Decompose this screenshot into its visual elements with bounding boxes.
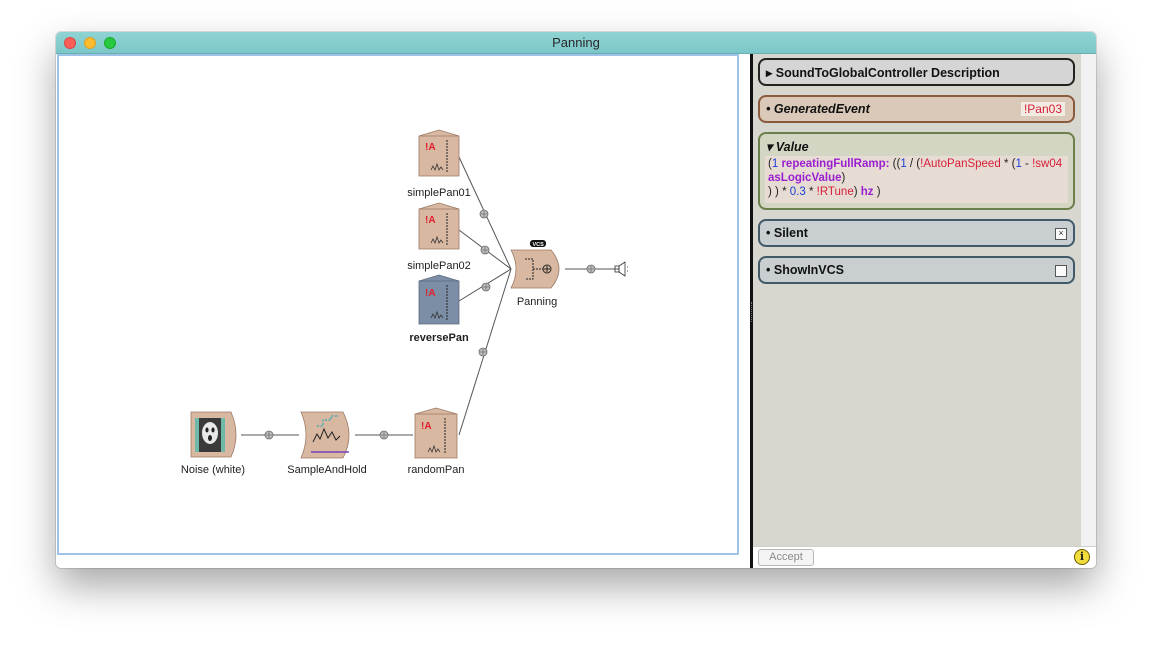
description-panel[interactable]: ▸ SoundToGlobalController Description (758, 58, 1075, 86)
vcs-badge: VCS (533, 242, 545, 248)
badge-a: !A (425, 142, 436, 153)
panning-node: VCS (510, 240, 560, 289)
silent-checkbox[interactable]: × (1055, 228, 1067, 240)
simplepan02-label[interactable]: simplePan02 (407, 260, 471, 272)
showinvcs-panel: • ShowInVCS (758, 256, 1075, 284)
value-label[interactable]: ▾ Value (766, 140, 809, 154)
value-panel[interactable]: ▾ Value (1 repeatingFullRamp: ((1 / (!Au… (758, 132, 1075, 210)
inspector-panel: ▸ SoundToGlobalController Description • … (753, 54, 1081, 546)
panning-window: Panning (56, 32, 1096, 568)
reversepan-label[interactable]: reversePan (409, 332, 469, 344)
description-header[interactable]: ▸ SoundToGlobalController Description (766, 66, 1000, 80)
generated-event-panel[interactable]: • GeneratedEvent !Pan03 (758, 95, 1075, 123)
sampleandhold-label[interactable]: SampleAndHold (287, 464, 367, 476)
info-icon[interactable]: i (1074, 549, 1090, 565)
noise-node (190, 411, 237, 458)
svg-text:!A: !A (425, 215, 436, 226)
connection-wires: !A !A !A !A (190, 129, 628, 459)
sampleandhold-node (300, 411, 350, 459)
generated-event-label: • GeneratedEvent (766, 102, 870, 116)
split-handle[interactable] (751, 302, 754, 322)
svg-text:!A: !A (421, 421, 432, 432)
close-window-button[interactable] (64, 37, 76, 49)
showinvcs-label: • ShowInVCS (766, 263, 845, 277)
randompan-node: !A (414, 407, 458, 459)
zoom-window-button[interactable] (104, 37, 116, 49)
simplepan01-label[interactable]: simplePan01 (407, 187, 471, 199)
showinvcs-checkbox[interactable] (1055, 265, 1067, 277)
simplepan01-node: !A (418, 129, 460, 177)
panning-label[interactable]: Panning (516, 296, 558, 308)
generated-event-value[interactable]: !Pan03 (1020, 102, 1065, 116)
silent-panel: • Silent × (758, 219, 1075, 247)
silent-label: • Silent (766, 226, 808, 240)
noise-label[interactable]: Noise (white) (180, 464, 246, 476)
accept-button[interactable]: Accept (758, 549, 814, 566)
inspector-scrollbar[interactable] (1081, 54, 1096, 546)
simplepan02-node: !A (418, 202, 460, 250)
signal-flow-canvas[interactable]: !A !A !A !A (57, 54, 739, 555)
reversepan-node: !A (418, 274, 460, 325)
randompan-label[interactable]: randomPan (407, 464, 465, 476)
svg-text:!A: !A (425, 288, 436, 299)
speaker-output-icon (614, 261, 628, 277)
title-bar[interactable]: Panning (56, 32, 1096, 54)
minimize-window-button[interactable] (84, 37, 96, 49)
value-expression-field[interactable]: (1 repeatingFullRamp: ((1 / (!AutoPanSpe… (765, 156, 1068, 203)
window-title: Panning (552, 35, 600, 50)
inspector-footer: Accept i (753, 546, 1096, 568)
